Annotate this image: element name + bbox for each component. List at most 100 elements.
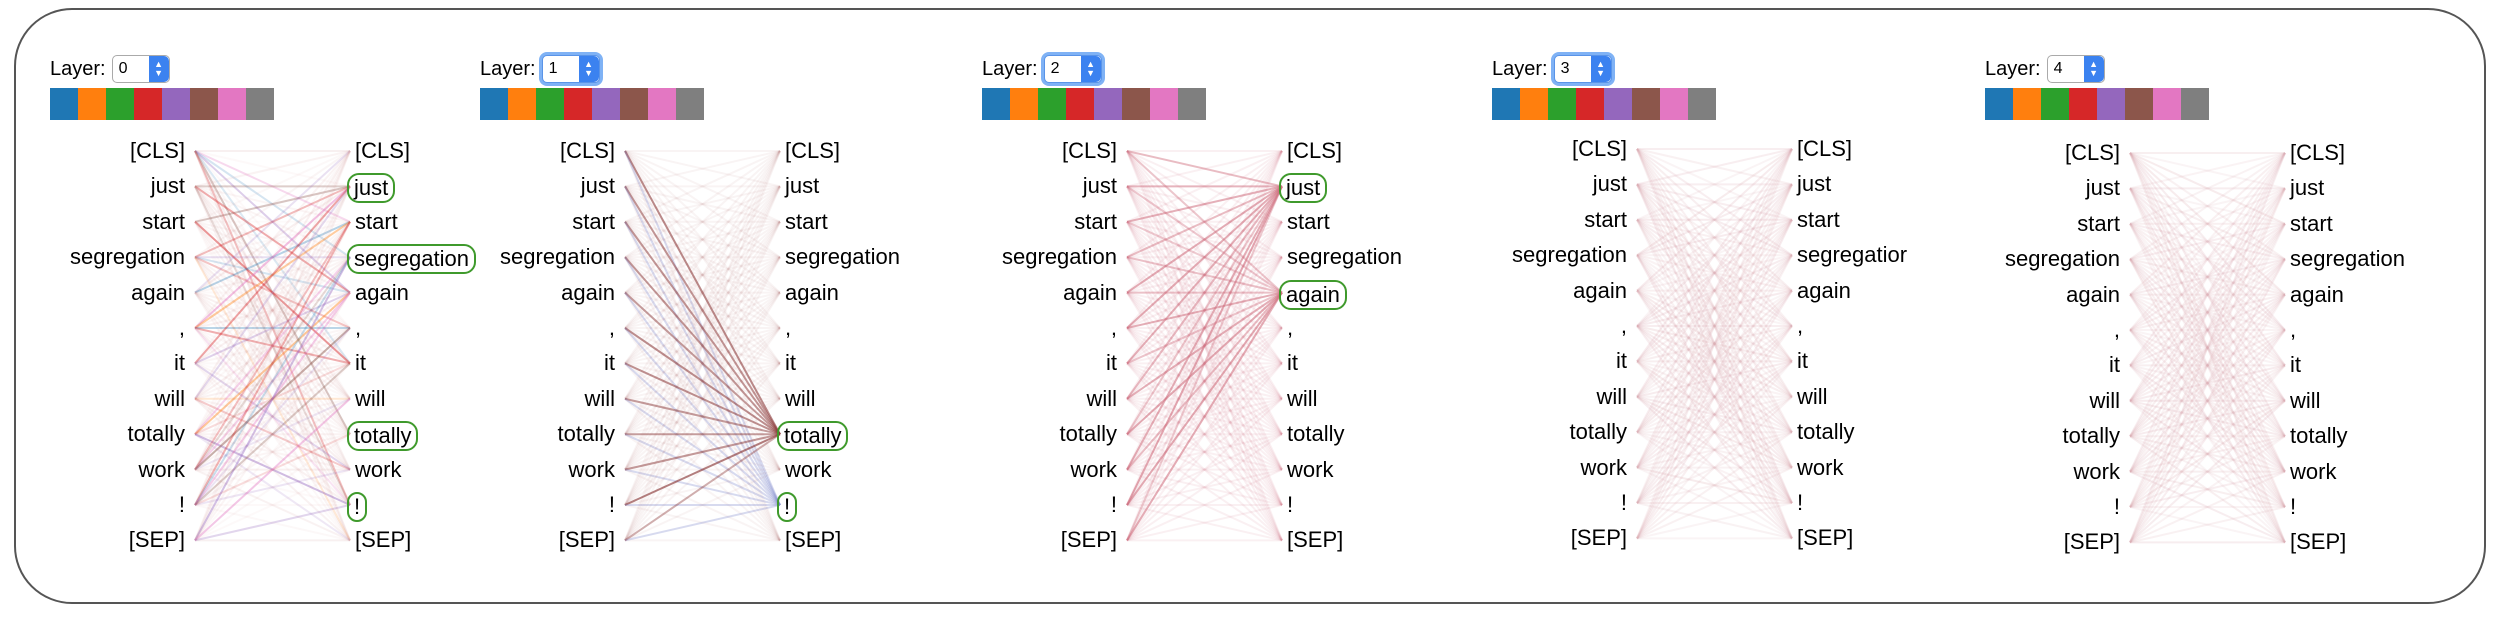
head-swatch-1[interactable] bbox=[508, 88, 536, 120]
left-token[interactable]: will bbox=[584, 385, 615, 411]
right-token[interactable]: again bbox=[355, 279, 409, 305]
right-token[interactable]: again bbox=[1797, 277, 1851, 303]
left-token[interactable]: ! bbox=[1110, 492, 1117, 517]
head-swatch-3[interactable] bbox=[134, 88, 162, 120]
head-swatch-5[interactable] bbox=[1122, 88, 1150, 120]
layer-select[interactable]: 1▲▼ bbox=[541, 55, 600, 83]
left-token[interactable]: just bbox=[1592, 171, 1627, 197]
layer-select[interactable]: 0▲▼ bbox=[111, 55, 170, 83]
highlighted-token[interactable]: ! bbox=[777, 492, 798, 522]
head-swatch-7[interactable] bbox=[676, 88, 704, 120]
right-token[interactable]: will bbox=[1287, 385, 1318, 411]
left-token[interactable]: again bbox=[2066, 281, 2120, 307]
head-swatch-1[interactable] bbox=[1010, 88, 1038, 120]
left-token[interactable]: start bbox=[572, 208, 615, 234]
right-token[interactable]: [CLS] bbox=[355, 138, 411, 163]
left-token[interactable]: , bbox=[2113, 317, 2120, 342]
updown-chevron-icon[interactable]: ▲▼ bbox=[1590, 56, 1611, 82]
left-token[interactable]: work bbox=[138, 456, 185, 482]
highlighted-token[interactable]: totally bbox=[347, 421, 419, 452]
left-token[interactable]: start bbox=[1584, 206, 1627, 232]
head-swatch-0[interactable] bbox=[982, 88, 1010, 120]
right-token[interactable]: [CLS] bbox=[785, 138, 841, 163]
head-swatch-4[interactable] bbox=[162, 88, 190, 120]
left-token[interactable]: again bbox=[131, 279, 185, 305]
right-token[interactable]: it bbox=[2290, 352, 2301, 378]
head-swatch-0[interactable] bbox=[480, 88, 508, 120]
left-token[interactable]: segregation bbox=[2005, 246, 2120, 272]
head-swatch-4[interactable] bbox=[1094, 88, 1122, 120]
left-token[interactable]: it bbox=[2109, 352, 2120, 378]
head-swatch-0[interactable] bbox=[1492, 88, 1520, 120]
left-token[interactable]: totally bbox=[1569, 419, 1627, 445]
right-token[interactable]: [SEP] bbox=[1797, 525, 1854, 551]
left-token[interactable]: work bbox=[1580, 454, 1627, 480]
right-token[interactable]: totally bbox=[1797, 419, 1855, 445]
right-token[interactable]: segregatior bbox=[1797, 242, 1908, 268]
left-token[interactable]: start bbox=[1074, 208, 1117, 234]
head-swatch-5[interactable] bbox=[1632, 88, 1660, 120]
right-token[interactable]: [SEP] bbox=[785, 527, 842, 553]
right-token[interactable]: , bbox=[785, 315, 792, 340]
left-token[interactable]: start bbox=[142, 208, 185, 234]
head-swatch-4[interactable] bbox=[2097, 88, 2125, 120]
head-swatch-5[interactable] bbox=[2125, 88, 2153, 120]
left-token[interactable]: [SEP] bbox=[1570, 525, 1627, 551]
left-token[interactable]: segregation bbox=[500, 244, 615, 270]
right-token[interactable]: start bbox=[1797, 206, 1840, 232]
right-token[interactable]: will bbox=[785, 385, 816, 411]
right-token[interactable]: it bbox=[785, 350, 796, 376]
head-swatch-4[interactable] bbox=[1604, 88, 1632, 120]
highlighted-token[interactable]: segregation bbox=[347, 244, 476, 275]
updown-chevron-icon[interactable]: ▲▼ bbox=[2083, 56, 2104, 82]
layer-select[interactable]: 2▲▼ bbox=[1043, 55, 1102, 83]
left-token[interactable]: [SEP] bbox=[1060, 527, 1117, 553]
left-token[interactable]: just bbox=[150, 173, 185, 199]
right-token[interactable]: just bbox=[1797, 171, 1832, 197]
head-swatch-2[interactable] bbox=[1548, 88, 1576, 120]
left-token[interactable]: [SEP] bbox=[558, 527, 615, 553]
highlighted-token[interactable]: just bbox=[1279, 173, 1328, 204]
left-token[interactable]: totally bbox=[127, 421, 185, 447]
head-swatch-1[interactable] bbox=[2013, 88, 2041, 120]
updown-chevron-icon[interactable]: ▲▼ bbox=[578, 56, 599, 82]
right-token[interactable]: segregation bbox=[1287, 244, 1402, 270]
head-swatch-6[interactable] bbox=[1150, 88, 1178, 120]
left-token[interactable]: it bbox=[1106, 350, 1117, 376]
head-swatch-0[interactable] bbox=[1985, 88, 2013, 120]
head-swatch-7[interactable] bbox=[1178, 88, 1206, 120]
head-swatch-5[interactable] bbox=[190, 88, 218, 120]
right-token[interactable]: [CLS] bbox=[1287, 138, 1343, 163]
head-swatch-6[interactable] bbox=[1660, 88, 1688, 120]
layer-select[interactable]: 3▲▼ bbox=[1553, 55, 1612, 83]
head-swatch-3[interactable] bbox=[564, 88, 592, 120]
right-token[interactable]: work bbox=[785, 456, 832, 482]
left-token[interactable]: will bbox=[2089, 387, 2120, 413]
left-token[interactable]: it bbox=[1616, 348, 1627, 374]
left-token[interactable]: work bbox=[568, 456, 615, 482]
right-token[interactable]: , bbox=[2290, 317, 2297, 342]
right-token[interactable]: just bbox=[2290, 175, 2325, 201]
head-swatch-7[interactable] bbox=[246, 88, 274, 120]
left-token[interactable]: , bbox=[1110, 315, 1117, 340]
updown-chevron-icon[interactable]: ▲▼ bbox=[1080, 56, 1101, 82]
head-swatch-6[interactable] bbox=[648, 88, 676, 120]
head-swatch-2[interactable] bbox=[536, 88, 564, 120]
left-token[interactable]: will bbox=[154, 385, 185, 411]
head-swatch-3[interactable] bbox=[1066, 88, 1094, 120]
left-token[interactable]: [CLS] bbox=[2064, 140, 2120, 165]
left-token[interactable]: totally bbox=[2062, 423, 2120, 449]
highlighted-token[interactable]: again bbox=[1279, 279, 1347, 310]
left-token[interactable]: again bbox=[561, 279, 615, 305]
right-token[interactable]: work bbox=[1797, 454, 1844, 480]
head-swatch-4[interactable] bbox=[592, 88, 620, 120]
highlighted-token[interactable]: ! bbox=[347, 492, 368, 522]
left-token[interactable]: just bbox=[2085, 175, 2120, 201]
head-swatch-1[interactable] bbox=[78, 88, 106, 120]
left-token[interactable]: start bbox=[2077, 210, 2120, 236]
right-token[interactable]: start bbox=[355, 208, 398, 234]
left-token[interactable]: segregation bbox=[1512, 242, 1627, 268]
left-token[interactable]: ! bbox=[1620, 490, 1627, 515]
right-token[interactable]: will bbox=[1797, 383, 1828, 409]
left-token[interactable]: [CLS] bbox=[559, 138, 615, 163]
